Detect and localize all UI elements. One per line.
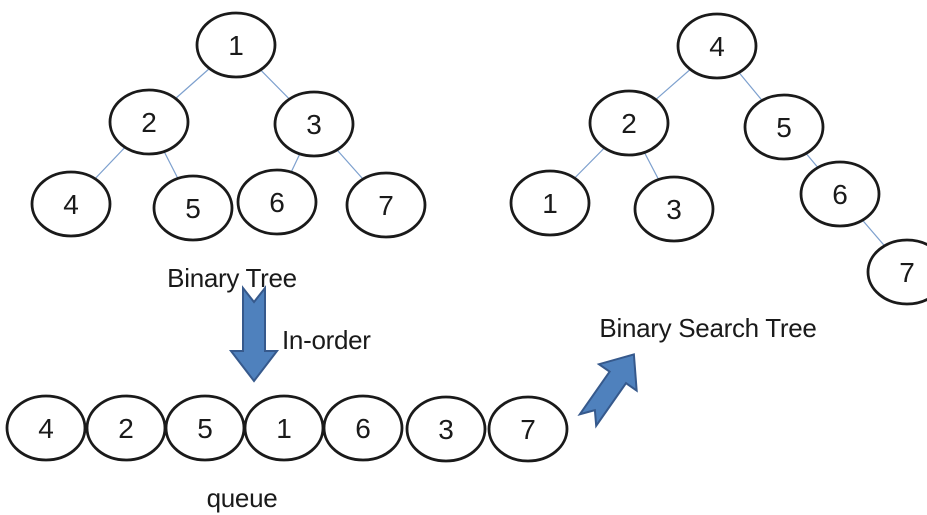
bst-node-value-3: 3 xyxy=(666,194,682,225)
queue-node-6 xyxy=(322,394,404,462)
binary-tree-node-1 xyxy=(195,11,277,79)
queue-node-value-2: 2 xyxy=(118,413,134,444)
bst-node-value-6: 6 xyxy=(832,179,848,210)
queue-label: queue xyxy=(207,483,278,513)
binary-tree-node-value-7: 7 xyxy=(378,190,394,221)
bst-node-value-7: 7 xyxy=(899,257,915,288)
queue-node-4 xyxy=(5,394,87,462)
in-order-label: In-order xyxy=(282,325,371,355)
binary-tree-node-4 xyxy=(30,170,112,238)
queue-node-value-6: 6 xyxy=(355,413,371,444)
bst-node-4 xyxy=(676,12,758,80)
bst-node-1 xyxy=(509,169,591,237)
binary-tree-node-5 xyxy=(152,174,234,242)
bst-node-7 xyxy=(866,238,927,306)
binary-tree-node-value-3: 3 xyxy=(306,109,322,140)
binary-tree-label: Binary Tree xyxy=(167,263,297,293)
binary-tree-node-value-4: 4 xyxy=(63,189,79,220)
queue-node-value-7: 7 xyxy=(520,414,536,445)
queue-node-value-3: 3 xyxy=(438,414,454,445)
build-bst-arrow xyxy=(577,353,638,429)
queue-node-7 xyxy=(487,395,569,463)
queue-node-value-4: 4 xyxy=(38,413,54,444)
bst-node-2 xyxy=(588,89,670,157)
binary-search-tree-label: Binary Search Tree xyxy=(599,313,816,343)
bst-node-5 xyxy=(743,93,825,161)
queue-node-3 xyxy=(405,395,487,463)
queue-node-value-5: 5 xyxy=(197,413,213,444)
binary-tree-node-value-2: 2 xyxy=(141,107,157,138)
binary-tree-node-2 xyxy=(108,88,190,156)
queue-nodes: 4 2 5 1 6 3 7 xyxy=(5,394,569,463)
binary-tree-node-value-5: 5 xyxy=(185,193,201,224)
arrows xyxy=(228,285,638,429)
bst-node-6 xyxy=(799,160,881,228)
binary-tree-node-value-6: 6 xyxy=(269,187,285,218)
binary-tree-node-6 xyxy=(236,168,318,236)
binary-tree-node-3 xyxy=(273,90,355,158)
queue-node-value-1: 1 xyxy=(276,413,292,444)
bst-node-3 xyxy=(633,175,715,243)
binary-tree-node-7 xyxy=(345,171,427,239)
bst-node-value-4: 4 xyxy=(709,31,725,62)
bst-node-value-1: 1 xyxy=(542,188,558,219)
binary-tree-node-value-1: 1 xyxy=(228,30,244,61)
bst-nodes: 4 2 5 1 3 6 7 xyxy=(509,12,927,306)
bst-node-value-2: 2 xyxy=(621,108,637,139)
in-order-arrow xyxy=(228,285,280,383)
binary-tree-nodes: 1 2 3 4 5 6 7 xyxy=(30,11,427,242)
bst-edges xyxy=(549,45,908,273)
bst-node-value-5: 5 xyxy=(776,112,792,143)
